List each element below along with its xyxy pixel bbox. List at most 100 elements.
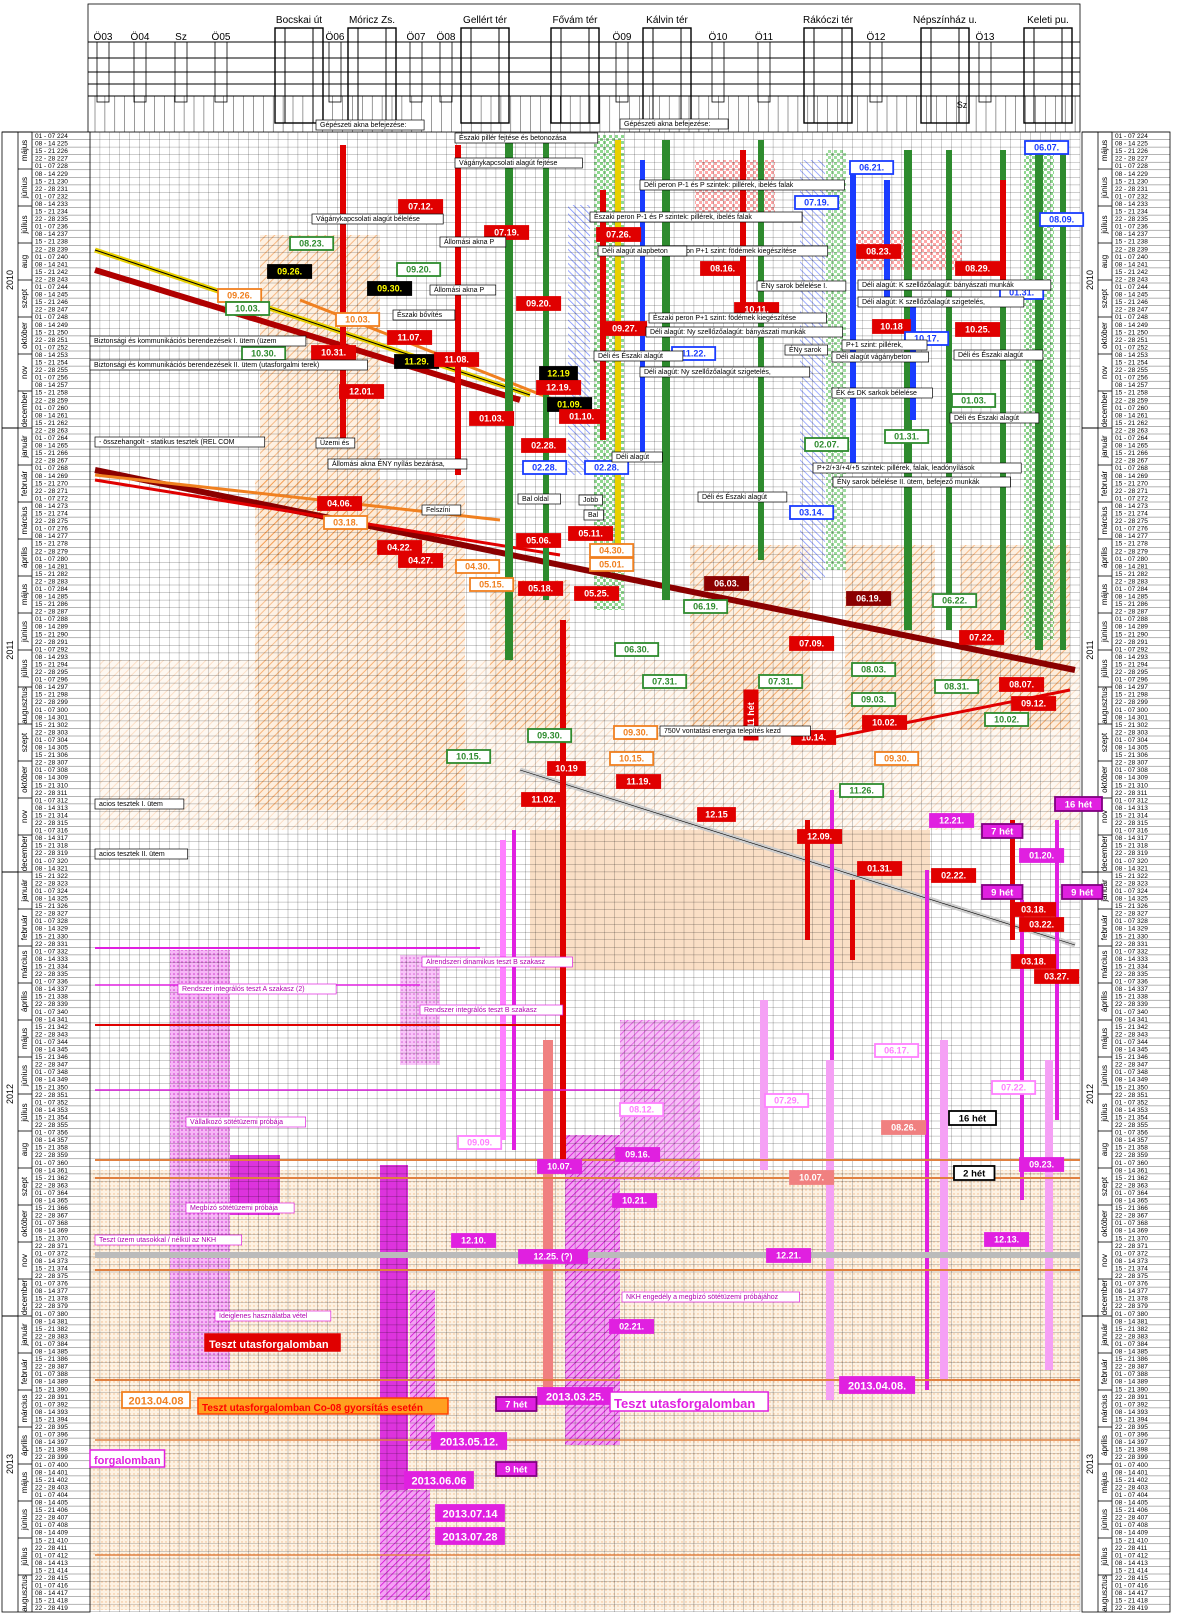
svg-text:10.07.: 10.07. — [547, 1162, 572, 1172]
svg-text:08.07.: 08.07. — [1009, 680, 1034, 690]
activity-annotation: Bal — [584, 510, 604, 520]
week-label: 08 - 14 389 — [1115, 1379, 1148, 1386]
week-label: 22 - 28 303 — [1115, 729, 1148, 736]
week-label: 08 - 14 269 — [1115, 473, 1148, 480]
week-label: 01 - 07 332 — [35, 948, 68, 955]
week-label: 01 - 07 248 — [1115, 314, 1148, 321]
week-label: 15 - 21 250 — [1115, 329, 1148, 336]
week-label: 15 - 21 230 — [35, 178, 68, 185]
week-label: 22 - 28 227 — [1115, 156, 1148, 163]
date-milestone: 06.22. — [933, 594, 976, 607]
week-label: 15 - 21 370 — [35, 1235, 68, 1242]
svg-text:11.19.: 11.19. — [626, 777, 651, 787]
week-label: 01 - 07 376 — [1115, 1281, 1148, 1288]
week-label: 15 - 21 358 — [1115, 1145, 1148, 1152]
svg-text:10.15.: 10.15. — [619, 754, 644, 764]
week-label: 08 - 14 245 — [1115, 292, 1148, 299]
svg-text:Északi peron P+1 szint: födéme: Északi peron P+1 szint: födémek kiegészí… — [653, 313, 796, 322]
activity-annotation: forgalomban — [90, 1450, 165, 1467]
svg-text:Déli alagút: Ny szellőzőalagút: Déli alagút: Ny szellőzőalagút szigetelé… — [644, 369, 771, 376]
svg-text:- összehangolt - statikus tesz: - összehangolt - statikus tesztek (REL C… — [99, 439, 235, 446]
month-label: április — [1100, 1435, 1109, 1456]
activity-annotation: Teszt utasforgalomban Co-08 gyorsítás es… — [198, 1398, 448, 1414]
date-milestone: 03.27. — [1035, 970, 1078, 983]
month-label: június — [20, 1509, 29, 1531]
month-label: március — [1100, 1394, 1109, 1422]
week-label: 01 - 07 360 — [1115, 1160, 1148, 1167]
svg-text:07.29.: 07.29. — [774, 1096, 799, 1106]
week-label: 08 - 14 273 — [35, 503, 68, 510]
week-label: 01 - 07 264 — [35, 435, 68, 442]
week-label: 22 - 28 259 — [1115, 397, 1148, 404]
week-label: 22 - 28 227 — [35, 156, 68, 163]
date-milestone: 09.12. — [1012, 697, 1055, 710]
month-label: február — [1100, 914, 1109, 940]
activity-annotation: Megbízó sötétüzemi próbája — [186, 1203, 294, 1213]
week-label: 08 - 14 413 — [1115, 1560, 1148, 1567]
activity-annotation: P+1 szint: pillérek, — [842, 340, 927, 350]
week-label: 08 - 14 409 — [1115, 1530, 1148, 1537]
week-label: 22 - 28 379 — [1115, 1303, 1148, 1310]
date-milestone: 02.22. — [932, 869, 975, 882]
activity-annotation: ÉNy sarok — [785, 345, 828, 355]
activity-annotation: Állomási akna ÉNY nyílás bezárása, — [328, 459, 467, 469]
month-label: április — [20, 1435, 29, 1456]
week-label: 08 - 14 289 — [1115, 624, 1148, 631]
month-label: július — [20, 215, 29, 234]
week-label: 15 - 21 226 — [1115, 148, 1148, 155]
svg-text:Állomási akna P: Állomási akna P — [434, 285, 485, 294]
week-label: 08 - 14 353 — [1115, 1107, 1148, 1114]
svg-text:06.17.: 06.17. — [884, 1046, 909, 1056]
date-milestone: 10.19 — [548, 762, 585, 775]
svg-text:10.15.: 10.15. — [456, 752, 481, 762]
activity-annotation: P+2/+3/+4/+5 szintek: pillérek, falak, l… — [813, 463, 1021, 473]
week-label: 22 - 28 339 — [35, 1001, 68, 1008]
svg-text:Déli alagút vágánybeton: Déli alagút vágánybeton — [836, 354, 911, 361]
week-label: 22 - 28 247 — [1115, 307, 1148, 314]
svg-text:07.31.: 07.31. — [768, 677, 793, 687]
week-label: 08 - 14 285 — [1115, 594, 1148, 601]
week-label: 22 - 28 383 — [35, 1333, 68, 1340]
week-label: 22 - 28 367 — [35, 1213, 68, 1220]
week-label: 01 - 07 380 — [35, 1311, 68, 1318]
week-label: 08 - 14 325 — [35, 896, 68, 903]
svg-text:09.30.: 09.30. — [377, 284, 402, 294]
week-label: 01 - 07 396 — [35, 1432, 68, 1439]
week-label: 22 - 28 407 — [35, 1515, 68, 1522]
week-label: 08 - 14 313 — [1115, 805, 1148, 812]
week-label: 01 - 07 276 — [35, 526, 68, 533]
shaft-name: Ö06 — [326, 31, 345, 43]
date-milestone: 11.07. — [388, 331, 431, 344]
week-label: 15 - 21 338 — [1115, 994, 1148, 1001]
date-milestone: 06.19. — [847, 592, 890, 605]
month-label: május — [1100, 1472, 1109, 1493]
date-milestone: 07.31. — [759, 675, 802, 688]
week-label: 15 - 21 418 — [35, 1598, 68, 1605]
date-milestone: 10.31. — [312, 346, 355, 359]
week-label: 15 - 21 398 — [35, 1447, 68, 1454]
week-label: 01 - 07 252 — [1115, 344, 1148, 351]
week-label: 15 - 21 334 — [35, 964, 68, 971]
week-label: 01 - 07 364 — [1115, 1190, 1148, 1197]
month-label: október — [1100, 1210, 1109, 1237]
month-label: aug — [1100, 255, 1109, 268]
week-label: 01 - 07 336 — [1115, 979, 1148, 986]
date-milestone: 11.02. — [522, 793, 565, 806]
week-label: 22 - 28 323 — [1115, 880, 1148, 887]
week-label: 01 - 07 388 — [1115, 1371, 1148, 1378]
shaft-label-sz: Sz — [957, 100, 968, 110]
week-label: 01 - 07 284 — [1115, 586, 1148, 593]
date-milestone: 12.25. (?) — [519, 1250, 587, 1263]
activity-annotation: Északi peron P-1 és P szintek: pillérek,… — [590, 212, 802, 222]
date-milestone: 07.22. — [992, 1081, 1035, 1094]
month-label: március — [20, 506, 29, 534]
svg-text:09.30.: 09.30. — [884, 754, 909, 764]
week-label: 01 - 07 392 — [35, 1401, 68, 1408]
week-label: 08 - 14 297 — [35, 684, 68, 691]
month-label: október — [20, 322, 29, 349]
week-label: 15 - 21 366 — [1115, 1205, 1148, 1212]
activity-annotation: NKH engedély a megbízó sötétüzemi próbáj… — [622, 1292, 799, 1302]
week-label: 01 - 07 352 — [1115, 1099, 1148, 1106]
svg-text:10.30.: 10.30. — [251, 349, 276, 359]
week-label: 15 - 21 274 — [35, 511, 68, 518]
